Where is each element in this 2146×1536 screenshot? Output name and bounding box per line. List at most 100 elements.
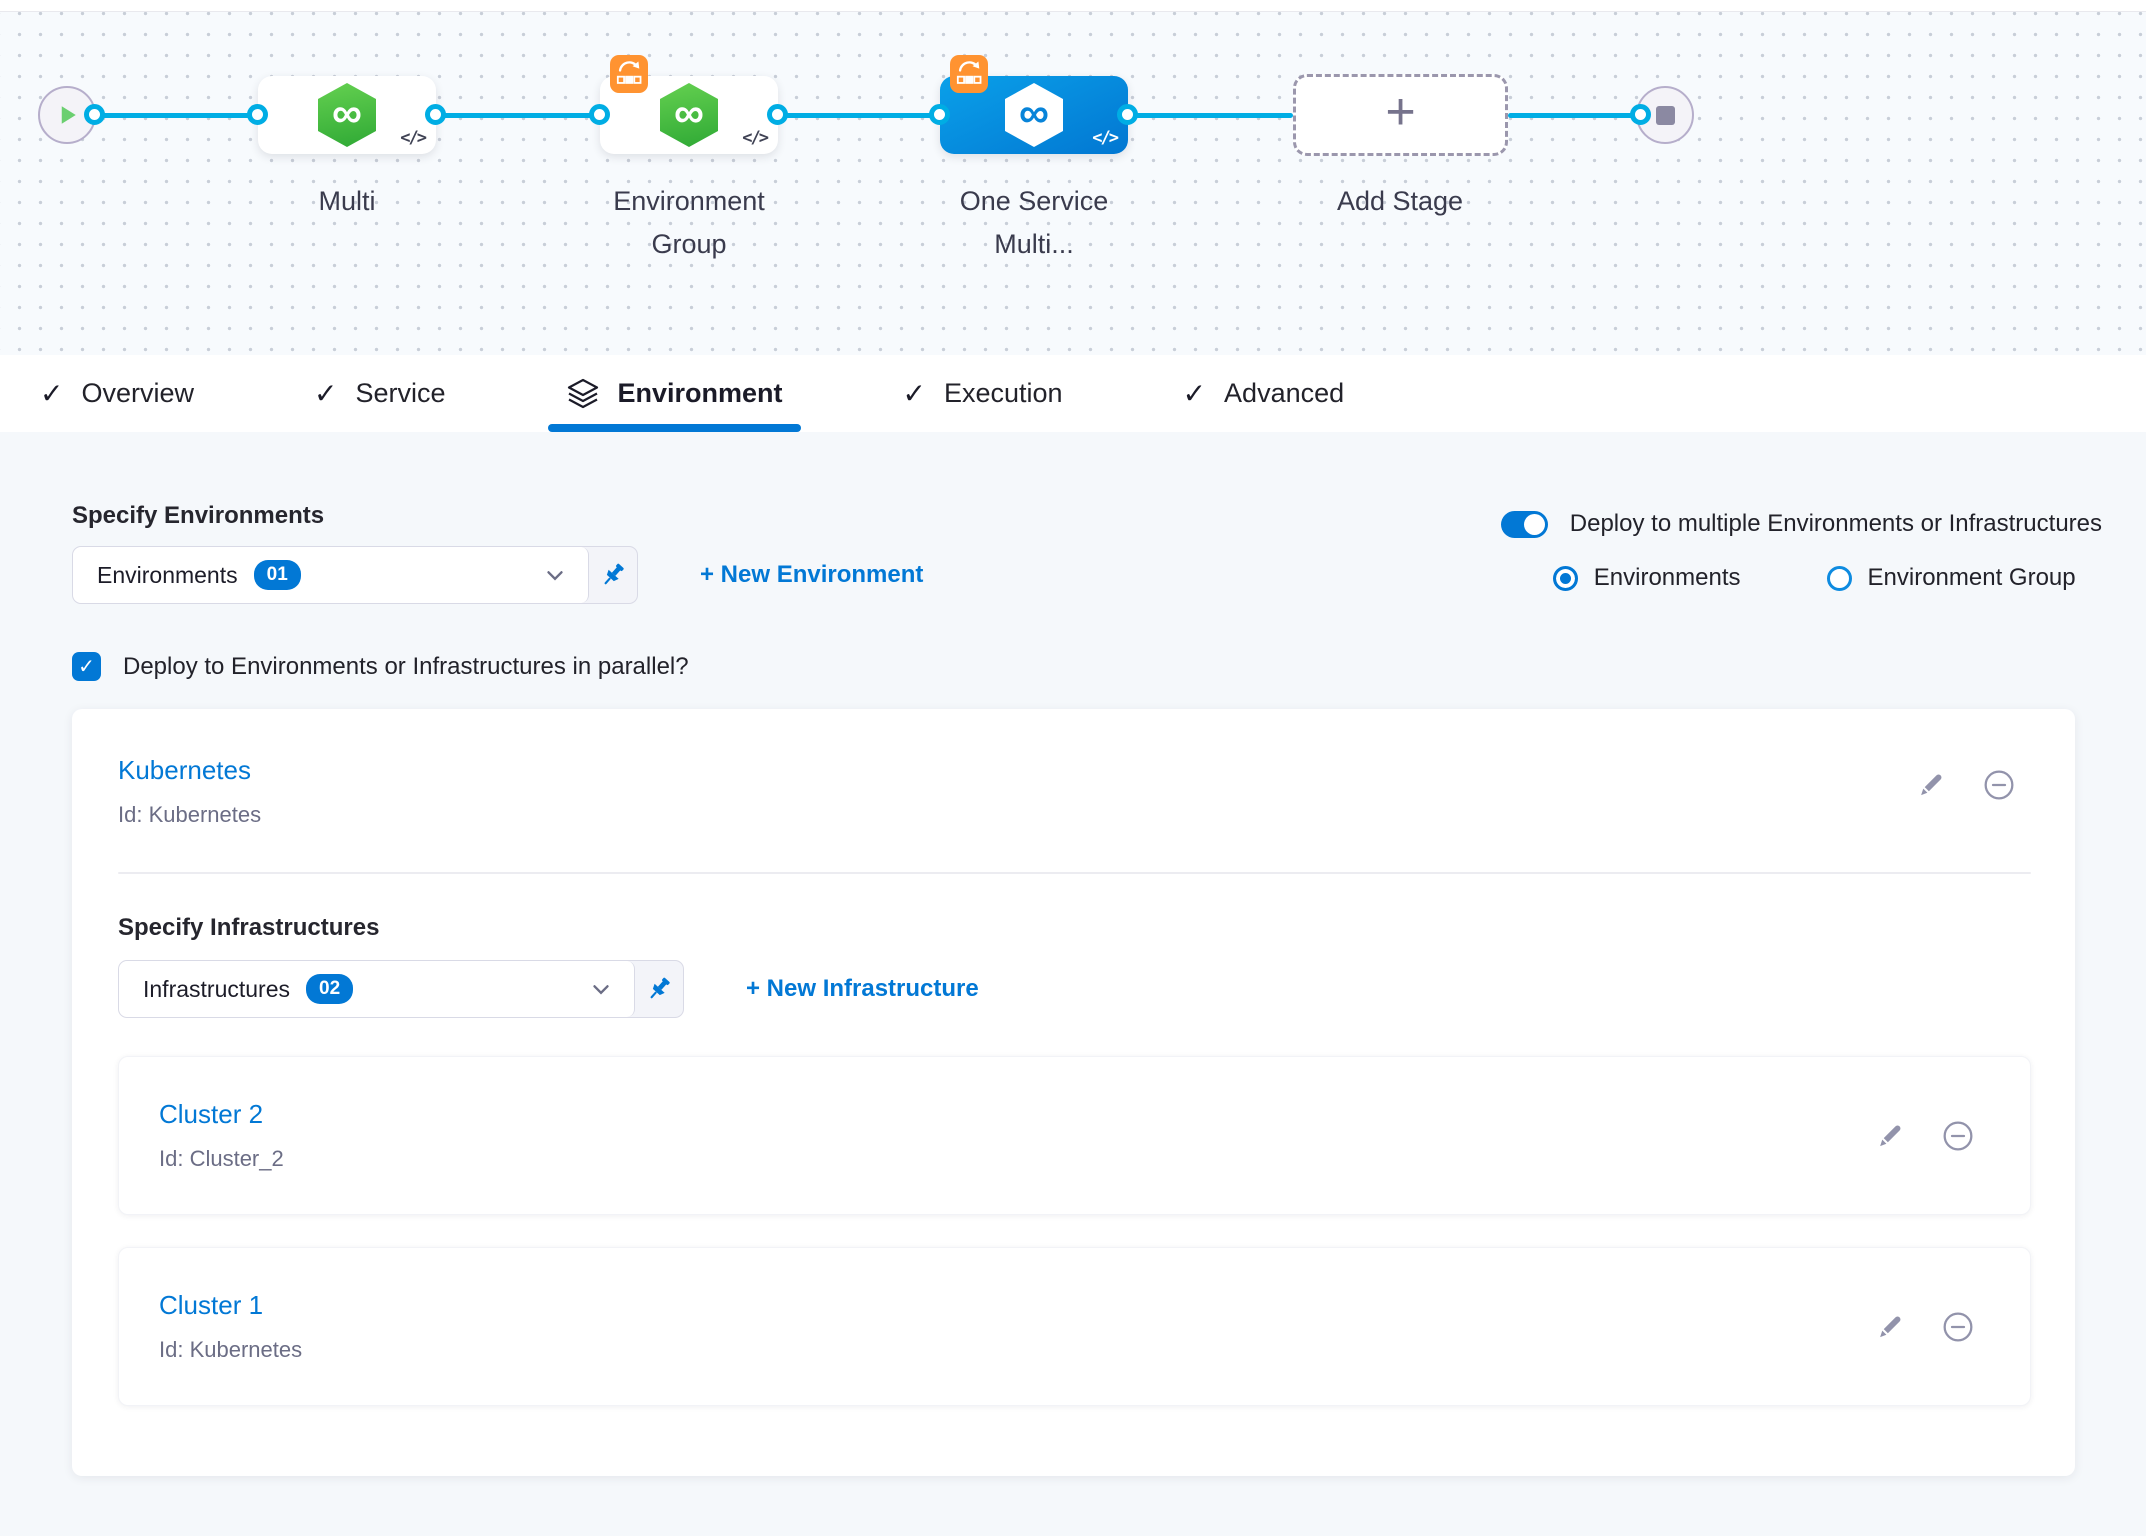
top-strip — [0, 0, 2146, 12]
specify-environments-title: Specify Environments — [72, 502, 325, 529]
add-stage-button[interactable]: + — [1293, 74, 1508, 156]
tab-environment[interactable]: Environment — [547, 355, 801, 432]
environments-select-field[interactable]: Environments 01 — [73, 547, 589, 603]
deploy-multiple-toggle-label: Deploy to multiple Environments or Infra… — [1569, 510, 2102, 537]
stage-node-multi[interactable]: ∞ </> — [258, 76, 436, 154]
check-icon: ✓ — [902, 378, 926, 409]
chevron-down-icon — [593, 985, 609, 995]
target-type-radios: Environments Environment Group — [1552, 564, 2102, 592]
edit-pencil-icon[interactable] — [1874, 1120, 1906, 1152]
infrastructures-select-field[interactable]: Infrastructures 02 — [119, 961, 635, 1017]
radio-environment-group[interactable] — [1826, 565, 1852, 591]
service-hexagon-icon: ∞ — [660, 83, 718, 147]
infrastructure-id-text: Id: Cluster_2 — [159, 1146, 284, 1171]
infrastructure-card-actions — [1874, 1311, 1990, 1343]
tab-service[interactable]: ✓ Service — [314, 355, 446, 432]
infinity-glyph: ∞ — [332, 89, 362, 136]
edit-pencil-icon[interactable] — [1874, 1311, 1906, 1343]
rollout-arrow-icon — [616, 61, 642, 84]
edit-pencil-icon[interactable] — [1915, 769, 1947, 801]
node-port — [929, 104, 950, 125]
pin-environments-button[interactable] — [589, 547, 637, 603]
environment-card: Kubernetes Id: Kubernetes Specify Infras… — [72, 709, 2075, 1476]
toggle-knob — [1523, 513, 1545, 535]
deploy-multiple-toggle-row: Deploy to multiple Environments or Infra… — [1500, 510, 2102, 538]
infrastructures-select-value: Infrastructures — [143, 975, 290, 1002]
tab-label: Environment — [617, 378, 783, 408]
active-tab-underline — [547, 424, 801, 432]
pipeline-canvas: ∞ </> ∞ </> ∞ </> + — [0, 12, 2146, 355]
pin-icon — [604, 563, 624, 585]
parallel-checkbox-label: Deploy to Environments or Infrastructure… — [123, 652, 689, 680]
node-port — [1630, 104, 1651, 125]
divider — [118, 872, 2031, 874]
radio-environments-label[interactable]: Environments — [1593, 564, 1741, 591]
node-port — [1117, 104, 1138, 125]
cluster-titles: Cluster 2 Id: Cluster_2 — [159, 1099, 284, 1172]
cluster-titles: Cluster 1 Id: Kubernetes — [159, 1290, 302, 1363]
rollout-arrow-icon — [956, 61, 982, 84]
tab-overview[interactable]: ✓ Overview — [40, 355, 194, 432]
radio-environment-group-label[interactable]: Environment Group — [1867, 564, 2076, 591]
environment-card-header: Kubernetes Id: Kubernetes — [118, 755, 2031, 828]
infrastructure-card-cluster-2: Cluster 2 Id: Cluster_2 — [118, 1056, 2031, 1215]
stage-label-multi: Multi — [318, 186, 376, 216]
stage-label-environment-group: Environment Group — [613, 186, 765, 259]
service-hexagon-icon: ∞ — [1005, 83, 1063, 147]
environment-card-titles: Kubernetes Id: Kubernetes — [118, 755, 261, 828]
play-icon — [61, 106, 76, 124]
add-stage-label: Add Stage — [1336, 186, 1464, 216]
stop-icon — [1655, 105, 1675, 125]
check-icon: ✓ — [314, 378, 338, 409]
environment-tab-content: Specify Environments Environments 01 — [0, 432, 2146, 1536]
remove-minus-icon[interactable] — [1983, 769, 2015, 801]
checkmark-icon: ✓ — [78, 656, 95, 678]
infrastructure-card-cluster-1: Cluster 1 Id: Kubernetes — [118, 1247, 2031, 1406]
environments-select[interactable]: Environments 01 — [72, 546, 638, 604]
tab-label: Service — [355, 378, 446, 408]
node-port — [425, 104, 446, 125]
environments-select-value: Environments — [97, 561, 238, 588]
infrastructure-name-link[interactable]: Cluster 1 — [159, 1290, 264, 1320]
connector-line — [1508, 113, 1641, 118]
tab-execution[interactable]: ✓ Execution — [903, 355, 1063, 432]
deploy-multiple-toggle[interactable] — [1500, 510, 1548, 538]
new-environment-link[interactable]: + New Environment — [700, 561, 924, 588]
remove-minus-icon[interactable] — [1942, 1311, 1974, 1343]
tab-advanced[interactable]: ✓ Advanced — [1183, 355, 1345, 432]
environment-card-actions — [1915, 769, 2031, 801]
connector-line — [778, 113, 940, 118]
infrastructure-name-link[interactable]: Cluster 2 — [159, 1099, 264, 1129]
tab-label: Execution — [944, 378, 1063, 408]
parallel-checkbox[interactable]: ✓ — [72, 652, 101, 681]
rolling-deploy-badge-icon — [950, 55, 988, 93]
node-port — [767, 104, 788, 125]
pin-infrastructures-button[interactable] — [635, 961, 683, 1017]
infrastructures-count-badge: 02 — [306, 974, 354, 1004]
tab-label: Overview — [81, 378, 194, 408]
infinity-glyph: ∞ — [674, 89, 704, 136]
code-icon: </> — [742, 128, 769, 148]
deploy-options-block: Deploy to multiple Environments or Infra… — [1500, 510, 2102, 592]
environment-name-link[interactable]: Kubernetes — [118, 755, 251, 785]
infinity-glyph: ∞ — [1019, 89, 1049, 136]
environment-controls-row: Environments 01 + New Environment — [72, 546, 2100, 604]
infrastructure-card-actions — [1874, 1120, 1990, 1152]
new-infrastructure-link[interactable]: + New Infrastructure — [746, 975, 979, 1002]
environments-count-badge: 01 — [253, 560, 301, 590]
environment-layers-icon — [567, 378, 598, 408]
connector-line — [436, 113, 600, 118]
check-icon: ✓ — [40, 378, 64, 409]
infrastructures-select[interactable]: Infrastructures 02 — [118, 960, 684, 1018]
node-port — [247, 104, 268, 125]
parallel-checkbox-row: ✓ Deploy to Environments or Infrastructu… — [72, 652, 2100, 681]
node-port — [589, 104, 610, 125]
remove-minus-icon[interactable] — [1942, 1120, 1974, 1152]
infrastructure-controls-row: Infrastructures 02 — [118, 960, 2031, 1018]
stage-label-one-service-multi: One Service Multi... — [959, 186, 1109, 259]
radio-environments[interactable] — [1552, 565, 1578, 591]
environment-id-text: Id: Kubernetes — [118, 802, 262, 827]
pin-icon — [650, 977, 670, 999]
tab-label: Advanced — [1224, 378, 1345, 408]
rolling-deploy-badge-icon — [610, 55, 648, 93]
